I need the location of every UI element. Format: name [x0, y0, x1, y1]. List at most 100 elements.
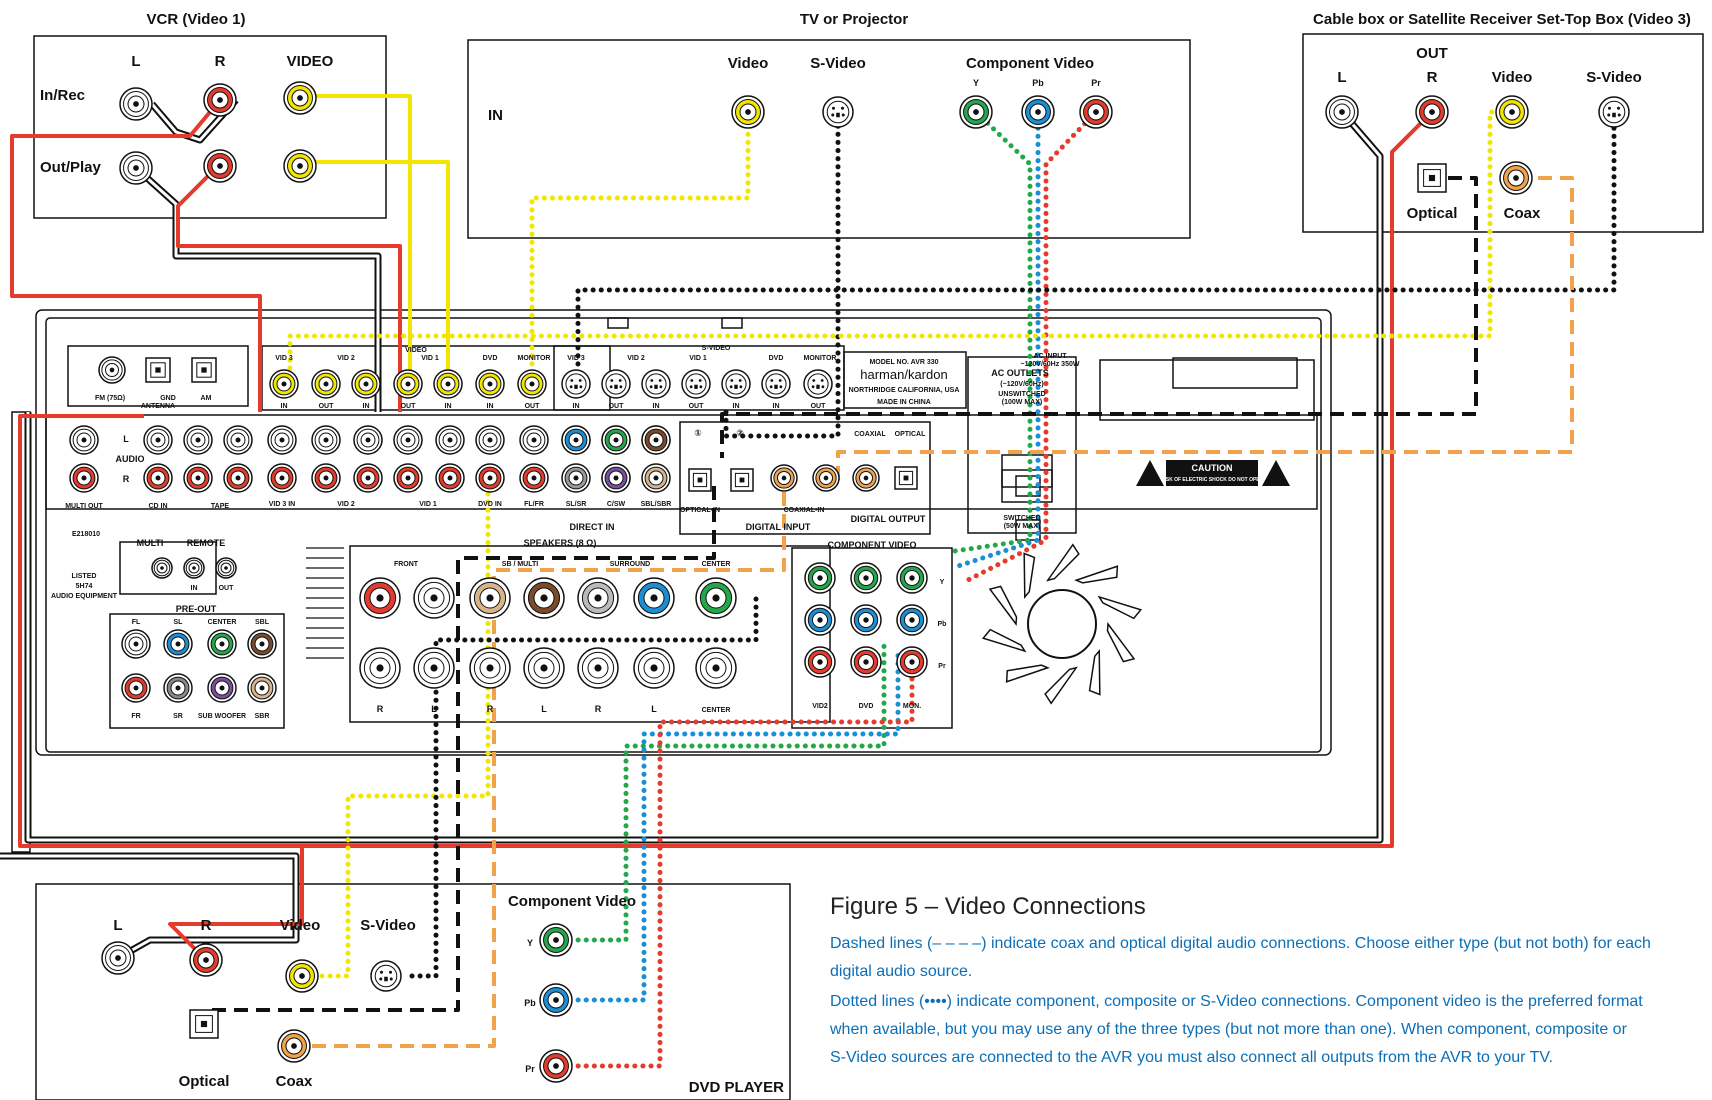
speaker-top-terminal-3[interactable]: [469, 577, 511, 619]
speaker-bottom-terminal-7[interactable]: [695, 647, 737, 689]
receiver-audio-l-jack-4[interactable]: [223, 425, 253, 455]
remote-jack-2[interactable]: [183, 557, 205, 579]
receiver-svideo-jack-2[interactable]: [601, 369, 631, 399]
receiver-vid3-in-video-jack[interactable]: [269, 369, 299, 399]
receiver-audio-r-jack-5[interactable]: [267, 463, 297, 493]
receiver-optical-in-2[interactable]: [730, 468, 754, 492]
component-pr-jack-2[interactable]: [850, 646, 882, 678]
dvd-optical-jack[interactable]: [189, 1009, 219, 1039]
cable-l-jack[interactable]: [1325, 95, 1359, 129]
receiver-center-direct-jack[interactable]: [601, 425, 631, 455]
dvd-l-jack[interactable]: [101, 941, 135, 975]
receiver-audio-r-jack-7[interactable]: [353, 463, 383, 493]
preout-bottom-jack-3[interactable]: [207, 673, 237, 703]
receiver-audio-r-jack-1[interactable]: [69, 463, 99, 493]
receiver-audio-l-jack-6[interactable]: [311, 425, 341, 455]
receiver-coax-in-2[interactable]: [812, 464, 840, 492]
dvd-pr-jack[interactable]: [539, 1049, 573, 1083]
vcr-in-l-jack[interactable]: [119, 87, 153, 121]
preout-bottom-jack-1[interactable]: [121, 673, 151, 703]
receiver-svideo-jack-3[interactable]: [641, 369, 671, 399]
preout-top-jack-4[interactable]: [247, 629, 277, 659]
tv-y-jack[interactable]: [959, 95, 993, 129]
receiver-audio-r-jack-11[interactable]: [519, 463, 549, 493]
receiver-audio-l-jack-7[interactable]: [353, 425, 383, 455]
receiver-sl-direct-jack[interactable]: [561, 425, 591, 455]
cable-video-jack[interactable]: [1495, 95, 1529, 129]
receiver-sbl-direct-jack[interactable]: [641, 425, 671, 455]
receiver-audio-l-jack-2[interactable]: [143, 425, 173, 455]
speaker-top-terminal-7[interactable]: [695, 577, 737, 619]
receiver-svideo-jack-7[interactable]: [803, 369, 833, 399]
receiver-audio-r-jack-4[interactable]: [223, 463, 253, 493]
receiver-svideo-jack-4[interactable]: [681, 369, 711, 399]
receiver-audio-r-jack-14[interactable]: [641, 463, 671, 493]
dvd-coax-jack[interactable]: [277, 1029, 311, 1063]
cable-svideo-jack[interactable]: [1598, 96, 1630, 128]
speaker-bottom-terminal-2[interactable]: [413, 647, 455, 689]
speaker-top-terminal-6[interactable]: [633, 577, 675, 619]
speaker-bottom-terminal-5[interactable]: [577, 647, 619, 689]
gnd-terminal[interactable]: [145, 357, 171, 383]
dvd-svideo-jack[interactable]: [370, 960, 402, 992]
receiver-audio-l-jack-11[interactable]: [519, 425, 549, 455]
component-y-jack-2[interactable]: [850, 562, 882, 594]
speaker-bottom-terminal-6[interactable]: [633, 647, 675, 689]
component-pr-jack-3[interactable]: [896, 646, 928, 678]
vcr-in-r-jack[interactable]: [203, 83, 237, 117]
receiver-vid2-out-video-jack[interactable]: [311, 369, 341, 399]
preout-bottom-jack-2[interactable]: [163, 673, 193, 703]
cable-optical-jack[interactable]: [1417, 163, 1447, 193]
preout-top-jack-1[interactable]: [121, 629, 151, 659]
vcr-out-r-jack[interactable]: [203, 149, 237, 183]
receiver-vid2-in-video-jack[interactable]: [351, 369, 381, 399]
receiver-audio-l-jack-1[interactable]: [69, 425, 99, 455]
component-pr-jack-1[interactable]: [804, 646, 836, 678]
receiver-audio-l-jack-9[interactable]: [435, 425, 465, 455]
receiver-coax-in-1[interactable]: [770, 464, 798, 492]
receiver-audio-r-jack-3[interactable]: [183, 463, 213, 493]
receiver-audio-r-jack-10[interactable]: [475, 463, 505, 493]
receiver-audio-r-jack-6[interactable]: [311, 463, 341, 493]
receiver-coax-out[interactable]: [852, 464, 880, 492]
cable-r-jack[interactable]: [1415, 95, 1449, 129]
cable-coax-jack[interactable]: [1499, 161, 1533, 195]
component-pb-jack-2[interactable]: [850, 604, 882, 636]
receiver-audio-l-jack-3[interactable]: [183, 425, 213, 455]
speaker-bottom-terminal-1[interactable]: [359, 647, 401, 689]
vcr-out-video-jack[interactable]: [283, 149, 317, 183]
fm-antenna-jack[interactable]: [98, 356, 126, 384]
receiver-svideo-jack-1[interactable]: [561, 369, 591, 399]
receiver-audio-r-jack-9[interactable]: [435, 463, 465, 493]
component-pb-jack-1[interactable]: [804, 604, 836, 636]
receiver-vid1-out-video-jack[interactable]: [393, 369, 423, 399]
tv-video-jack[interactable]: [731, 95, 765, 129]
receiver-svideo-jack-6[interactable]: [761, 369, 791, 399]
tv-pr-jack[interactable]: [1079, 95, 1113, 129]
receiver-svideo-jack-5[interactable]: [721, 369, 751, 399]
preout-bottom-jack-4[interactable]: [247, 673, 277, 703]
dvd-pb-jack[interactable]: [539, 983, 573, 1017]
receiver-audio-l-jack-8[interactable]: [393, 425, 423, 455]
receiver-audio-l-jack-10[interactable]: [475, 425, 505, 455]
speaker-bottom-terminal-3[interactable]: [469, 647, 511, 689]
speaker-top-terminal-5[interactable]: [577, 577, 619, 619]
receiver-audio-r-jack-2[interactable]: [143, 463, 173, 493]
tv-svideo-jack[interactable]: [822, 96, 854, 128]
receiver-audio-r-jack-12[interactable]: [561, 463, 591, 493]
receiver-audio-l-jack-5[interactable]: [267, 425, 297, 455]
receiver-monitor-video-out-video-jack[interactable]: [517, 369, 547, 399]
vcr-in-video-jack[interactable]: [283, 81, 317, 115]
component-pb-jack-3[interactable]: [896, 604, 928, 636]
component-y-jack-1[interactable]: [804, 562, 836, 594]
remote-jack-1[interactable]: [151, 557, 173, 579]
speaker-top-terminal-1[interactable]: [359, 577, 401, 619]
preout-top-jack-2[interactable]: [163, 629, 193, 659]
tv-pb-jack[interactable]: [1021, 95, 1055, 129]
speaker-top-terminal-4[interactable]: [523, 577, 565, 619]
am-terminal[interactable]: [191, 357, 217, 383]
receiver-optical-in-1[interactable]: [688, 468, 712, 492]
dvd-r-jack[interactable]: [189, 943, 223, 977]
receiver-dvd-video-in-video-jack[interactable]: [475, 369, 505, 399]
vcr-out-l-jack[interactable]: [119, 151, 153, 185]
